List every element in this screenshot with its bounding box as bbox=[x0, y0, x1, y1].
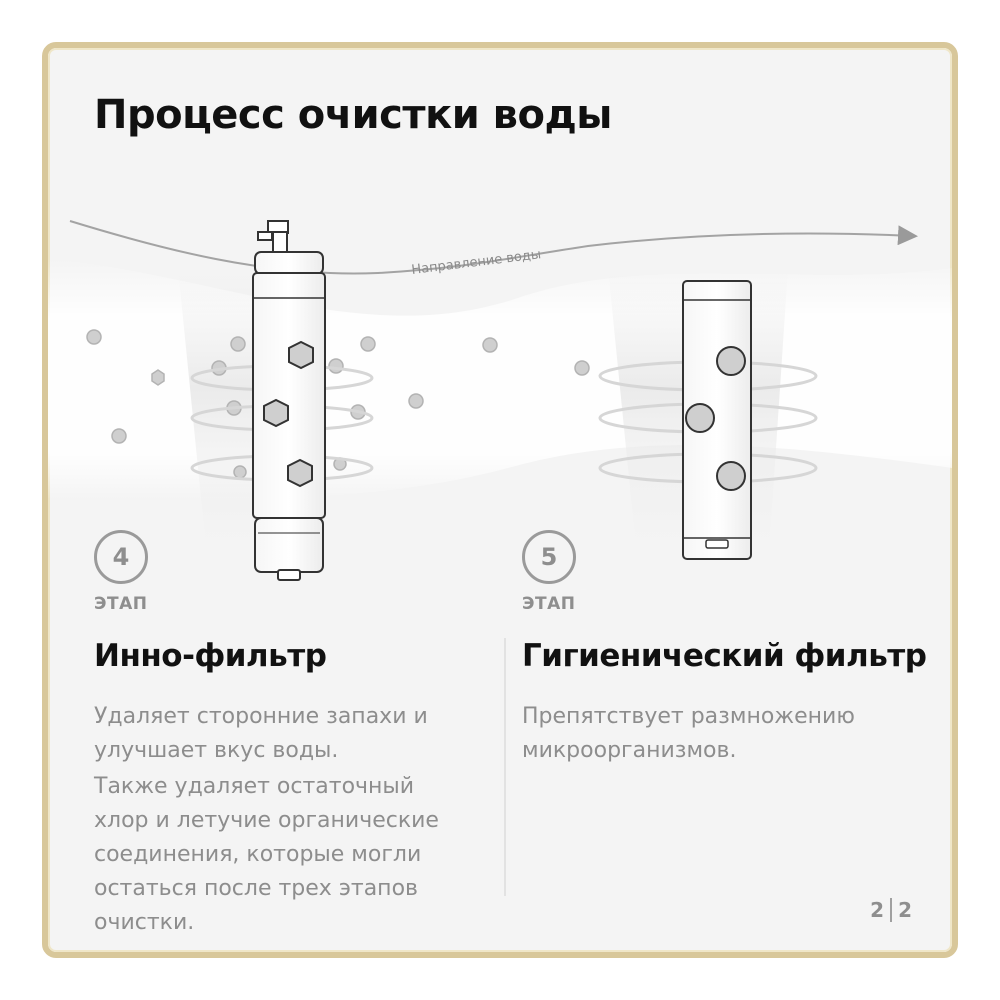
stage-4-label: ЭТАП bbox=[94, 594, 148, 614]
stage-5-badge: 5 ЭТАП bbox=[522, 530, 576, 614]
column-divider bbox=[504, 638, 506, 896]
page-indicator: 2 2 bbox=[870, 898, 912, 922]
stage-5-number: 5 bbox=[522, 530, 576, 584]
stage-4-description-1: Удаляет сторонние запахи и улучшает вкус… bbox=[94, 704, 428, 763]
stage-5-label: ЭТАП bbox=[522, 594, 576, 614]
page-current: 2 bbox=[870, 898, 885, 922]
page-title: Процесс очистки воды bbox=[94, 92, 612, 138]
particles bbox=[86, 329, 590, 479]
page-separator bbox=[890, 898, 893, 922]
stage-4-number: 4 bbox=[94, 530, 148, 584]
inno-filter-cartridge bbox=[190, 220, 374, 581]
page-total: 2 bbox=[898, 898, 912, 922]
hygienic-filter-cartridge bbox=[598, 280, 818, 560]
flow-arrow bbox=[69, 220, 918, 275]
stage-4-filter-name: Инно-фильтр bbox=[94, 638, 327, 674]
stage-5-description-1: Препятствует размножению микроорганизмов… bbox=[522, 704, 855, 763]
stage-5-filter-name: Гигиенический фильтр bbox=[522, 638, 927, 674]
stage-4-badge: 4 ЭТАП bbox=[94, 530, 148, 614]
flow-direction-label: Направление воды bbox=[411, 247, 542, 278]
card-frame: Направление воды Процесс очистки воды 4 … bbox=[42, 42, 958, 958]
filter-illustration: Направление воды bbox=[48, 220, 952, 581]
stage-4-description-2: Также удаляет остаточный хлор и летучие … bbox=[94, 774, 439, 935]
